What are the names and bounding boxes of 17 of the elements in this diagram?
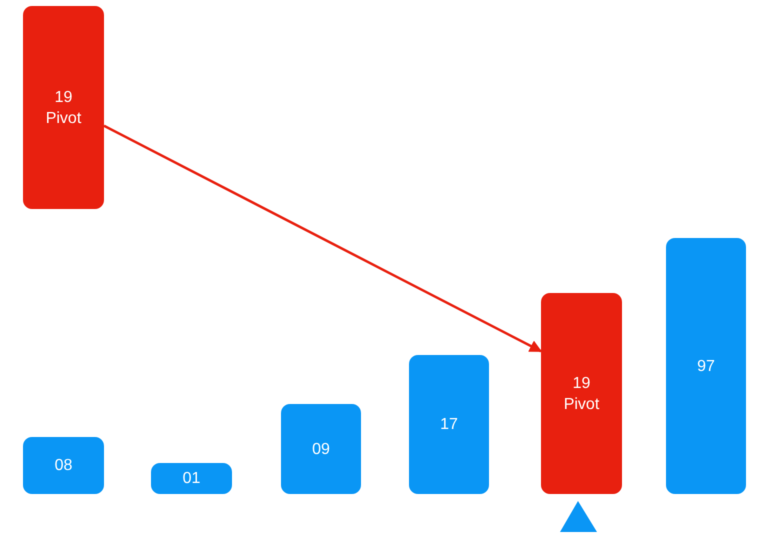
- bar-label: 17: [440, 415, 458, 435]
- bar-label: Pivot: [564, 394, 600, 414]
- bar-label: 01: [182, 469, 200, 489]
- bar-label: Pivot: [46, 108, 82, 128]
- value-bar: [541, 293, 622, 494]
- bar-label: 19: [572, 374, 590, 394]
- value-bar: [666, 238, 746, 494]
- bar-label: 09: [312, 440, 330, 460]
- arrow: [103, 124, 542, 352]
- value-bar: [23, 6, 104, 209]
- bar-label: 08: [54, 456, 72, 476]
- value-bar: [23, 437, 104, 494]
- bar-label: 19: [54, 88, 72, 108]
- value-bar: [281, 404, 361, 494]
- value-bar: [151, 463, 232, 494]
- value-bar: [409, 355, 489, 494]
- bar-label: 97: [697, 356, 715, 376]
